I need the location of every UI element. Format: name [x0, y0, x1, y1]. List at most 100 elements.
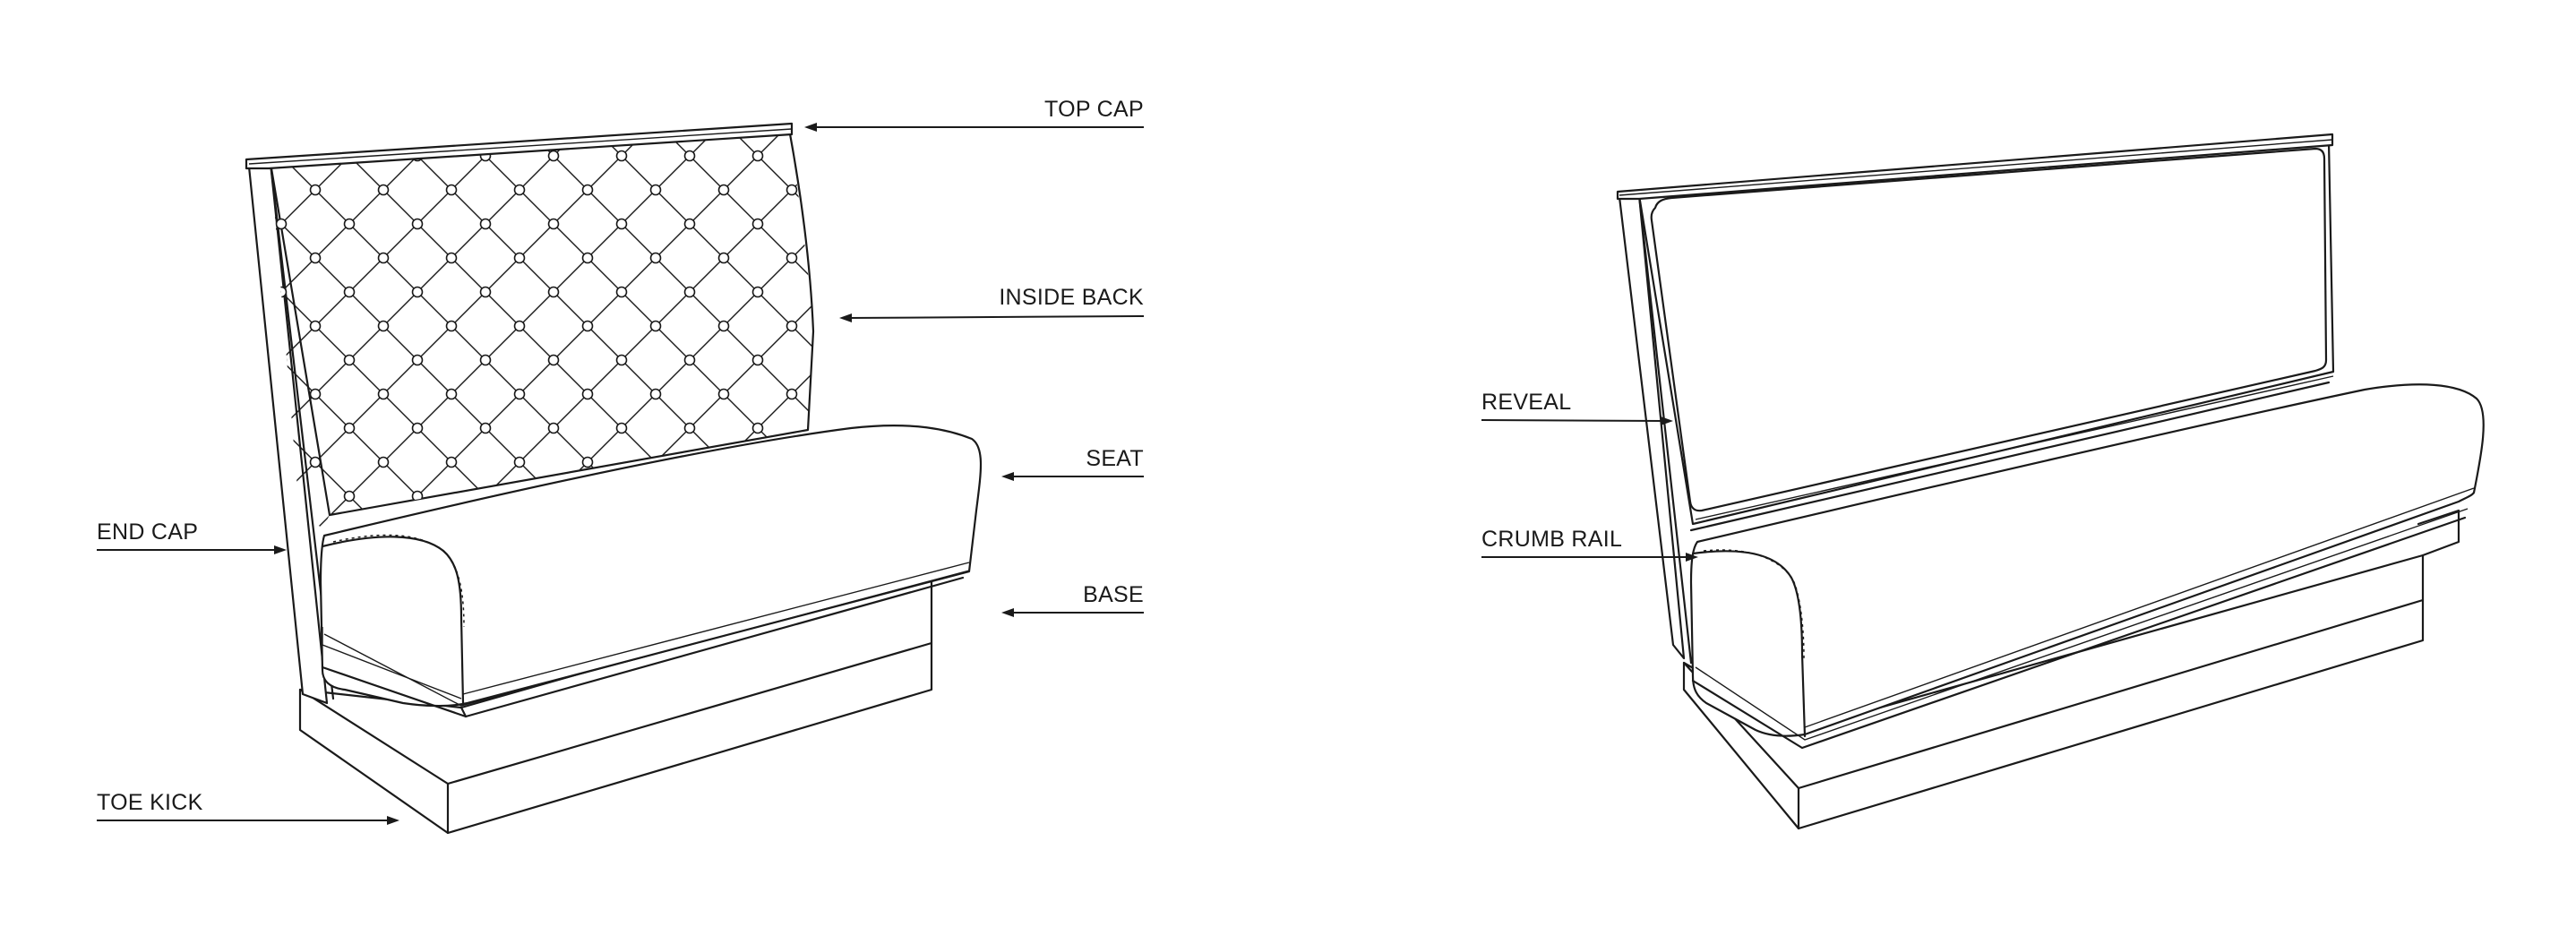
tuft-button [343, 490, 356, 502]
tuft-seam [0, 54, 247, 681]
tuft-button [377, 252, 390, 264]
tufted-booth-drawing [0, 54, 1759, 835]
tuft-button [615, 422, 628, 434]
tuft-button [717, 388, 730, 400]
inside-back-label: INSIDE BACK [999, 285, 1144, 310]
tuft-button [513, 456, 526, 468]
tuft-button [717, 320, 730, 332]
tuft-seam [270, 129, 739, 528]
tuft-button [275, 218, 288, 230]
tuft-button [377, 184, 390, 196]
tuft-button [751, 150, 764, 162]
tuft-button [683, 218, 696, 230]
tuft-button [717, 184, 730, 196]
tuft-button [581, 456, 594, 468]
tuft-button [513, 252, 526, 264]
tuft-button [309, 388, 322, 400]
tuft-button [309, 320, 322, 332]
tuft-seam [1132, 54, 1759, 681]
tuft-button [717, 252, 730, 264]
tuft-button [786, 388, 798, 400]
tuft-seam [0, 54, 179, 681]
tuft-seam [0, 54, 111, 681]
tuft-button [377, 388, 390, 400]
tuft-button [615, 218, 628, 230]
reveal-callout: REVEAL [1481, 390, 1673, 425]
crumb-rail-label: CRUMB RAIL [1481, 527, 1622, 552]
inside-back-callout: INSIDE BACK [839, 285, 1145, 322]
tuft-button [547, 422, 560, 434]
tuft-button [581, 320, 594, 332]
tuft-seam [436, 129, 813, 528]
tuft-seam [928, 54, 1555, 681]
top-cap-callout: TOP CAP [804, 97, 1144, 132]
tuft-button [479, 354, 492, 366]
tuft-seam [0, 54, 57, 681]
tuft-button [479, 218, 492, 230]
tuft-button [513, 320, 526, 332]
tuft-button [343, 354, 356, 366]
tuft-button [649, 388, 662, 400]
tuft-button [547, 150, 560, 162]
seat-callout: SEAT [1001, 446, 1144, 481]
tuft-button [309, 252, 322, 264]
tuft-button [309, 524, 322, 528]
tuft-seam [1064, 54, 1691, 681]
tuft-seam [270, 129, 671, 528]
tuft-button [445, 252, 458, 264]
tuft-button [411, 354, 424, 366]
tuft-button [547, 286, 560, 298]
tuft-seam [860, 54, 1487, 681]
seat-label: SEAT [1086, 446, 1144, 471]
tuft-button [445, 388, 458, 400]
tuft-button [411, 422, 424, 434]
plain-booth-seat [1689, 383, 2485, 750]
tuft-button [377, 456, 390, 468]
tuft-button [581, 184, 594, 196]
tuft-button [683, 354, 696, 366]
tufted-booth-top-cap [245, 122, 794, 170]
tuft-button [343, 218, 356, 230]
tuft-seam [368, 129, 813, 528]
tuft-button [683, 422, 696, 434]
tuft-button [547, 354, 560, 366]
toe-kick-callout: TOE KICK [97, 790, 399, 825]
tuft-seam [270, 129, 603, 528]
end-cap-label: END CAP [97, 519, 198, 545]
tuft-button [786, 320, 798, 332]
tuft-button [513, 388, 526, 400]
tuft-button [445, 320, 458, 332]
tuft-button [751, 354, 764, 366]
toe-kick-label: TOE KICK [97, 790, 203, 815]
tuft-button [309, 456, 322, 468]
tuft-button [445, 184, 458, 196]
end-cap-callout: END CAP [97, 519, 287, 554]
tuft-button [615, 150, 628, 162]
tuft-button [513, 184, 526, 196]
tuft-seam [0, 54, 193, 681]
tuft-button [581, 388, 594, 400]
reveal-label: REVEAL [1481, 390, 1571, 415]
tuft-button [751, 218, 764, 230]
tuft-button [411, 218, 424, 230]
tuft-button [649, 320, 662, 332]
tuft-button [786, 252, 798, 264]
tuft-button [479, 286, 492, 298]
base-label: BASE [1083, 582, 1144, 607]
tuft-button [751, 286, 764, 298]
tuft-button [581, 252, 594, 264]
tuft-button [786, 184, 798, 196]
tuft-seam [0, 54, 125, 681]
reveal-panel [1650, 147, 2328, 512]
tuft-seam [0, 54, 262, 681]
crumb-rail-callout: CRUMB RAIL [1481, 527, 1698, 562]
plain-booth-top-cap [1616, 133, 2334, 201]
top-cap-label: TOP CAP [1044, 97, 1144, 122]
tuft-button [683, 150, 696, 162]
tuft-button [479, 422, 492, 434]
tuft-seam [0, 54, 43, 681]
tuft-button [649, 184, 662, 196]
tufted-booth-seat [319, 424, 983, 718]
tuft-button [547, 218, 560, 230]
